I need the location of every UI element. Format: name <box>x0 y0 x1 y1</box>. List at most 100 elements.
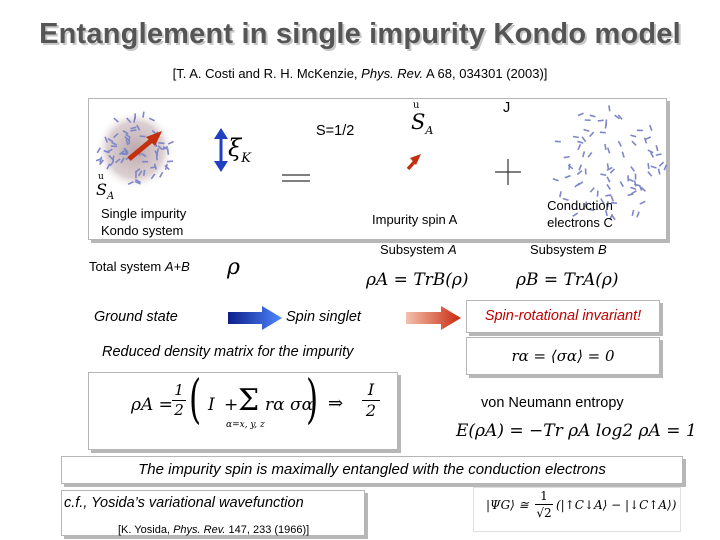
invariant-box: Spin-rotational invariant! <box>466 300 660 333</box>
conduction-electron <box>607 163 608 169</box>
conduction-electron <box>577 141 583 143</box>
subsystem-a-label: Subsystem A <box>380 242 457 257</box>
conduction-electron <box>590 115 596 117</box>
conduction-electron <box>631 167 635 172</box>
conduction-electron <box>648 163 649 169</box>
rho-a-equation: ρA = TrB(ρ) <box>366 270 469 290</box>
left-label-line1: Single impurity <box>101 205 186 222</box>
psi-sqrt2: √2 <box>535 504 553 521</box>
sum-symbol: Σ <box>238 383 259 418</box>
conduction-electron <box>651 166 657 168</box>
reduced-density-label: Reduced density matrix for the impurity <box>102 344 353 360</box>
left-system-label: Single impurity Kondo system <box>101 205 186 239</box>
conduction-electron <box>565 176 571 178</box>
conduction-electron <box>606 119 607 125</box>
yosida-label: c.f., Yosida’s variational wavefunction <box>64 495 304 511</box>
psi-fraction: 1 √2 <box>535 488 553 521</box>
cloud-electron <box>158 143 164 144</box>
total-system-suffix: A+B <box>165 259 190 274</box>
conduction-electron <box>590 188 594 192</box>
total-system-prefix: Total system <box>89 259 161 274</box>
conduction-electron <box>600 132 606 133</box>
spin-hat: u <box>413 101 419 111</box>
blue-arrow <box>228 304 283 332</box>
r-alpha-box: rα = ⟨σα⟩ = 0 <box>466 337 660 375</box>
conduction-electron <box>605 144 606 150</box>
cloud-spin-sa-label: u SA <box>96 182 114 202</box>
implies-arrow: ⇒ <box>328 393 343 414</box>
spin-symbol: S <box>411 110 425 134</box>
ground-state-label: Ground state <box>94 309 178 325</box>
cloud-electron <box>140 136 146 137</box>
conduction-electron <box>577 171 582 175</box>
right-paren: ) <box>306 370 318 430</box>
cloud-spin-hat: u <box>98 173 104 182</box>
conduction-electron <box>609 105 610 111</box>
conduction-electron <box>584 129 590 131</box>
subsystem-b-label: Subsystem B <box>530 242 607 257</box>
coupling-j-label: J <box>503 100 510 116</box>
conduction-electron <box>598 120 604 121</box>
result-den: 2 <box>362 400 380 421</box>
conduction-line2: electrons C <box>530 214 630 231</box>
conduction-electron <box>664 165 666 171</box>
reference-yosida-suffix: 147, 233 (1966)] <box>229 524 310 536</box>
conduction-electron <box>656 145 658 151</box>
conduction-electron <box>620 182 623 187</box>
page-title: Entanglement in single impurity Kondo mo… <box>0 18 720 51</box>
cloud-spin-subscript: A <box>107 191 114 202</box>
conduction-electron <box>600 174 606 175</box>
conduction-electron <box>582 137 586 142</box>
left-label-line2: Kondo system <box>101 222 186 239</box>
conduction-electron <box>610 169 614 173</box>
cloud-electron <box>143 112 144 118</box>
spin-sa-label: u SA <box>411 112 433 136</box>
spin-singlet-label: Spin singlet <box>286 309 361 325</box>
conduction-electron <box>583 151 585 157</box>
reference-yosida: [K. Yosida, Phys. Rev. 147, 233 (1966)] <box>118 524 309 536</box>
conduction-electron <box>590 132 594 136</box>
plus-term: + <box>224 395 238 415</box>
identity-term: I <box>208 395 215 415</box>
cloud-electron <box>144 170 145 176</box>
subsystem-b-prefix: Subsystem <box>530 242 594 257</box>
reference-costi: [T. A. Costi and R. H. McKenzie, Phys. R… <box>0 66 720 81</box>
psi-lhs: |ΨG⟩ ≅ <box>486 498 529 512</box>
conduction-electron <box>635 181 636 187</box>
reference-yosida-journal: Phys. Rev. <box>173 524 225 536</box>
cloud-electron <box>167 161 173 162</box>
conduction-label: Conduction electrons C <box>530 197 630 231</box>
von-neumann-label: von Neumann entropy <box>481 395 624 411</box>
conduction-electron <box>637 212 639 218</box>
conduction-electron <box>656 154 662 155</box>
impurity-spin-label: Impurity spin A <box>372 212 457 227</box>
half-num: 1 <box>172 381 186 400</box>
conduction-electron <box>569 164 570 170</box>
conduction-electron <box>632 141 636 145</box>
conduction-electron <box>564 157 570 158</box>
psi-rhs: (|↑C↓A⟩ − |↓C↑A⟩) <box>556 498 676 512</box>
subsystem-a-letter: A <box>448 242 457 257</box>
reference-costi-suffix: A 68, 034301 (2003)] <box>426 66 547 81</box>
conduction-electron <box>630 135 636 137</box>
conduction-electron <box>650 125 652 131</box>
xi-symbol: ξ <box>228 134 241 162</box>
conduction-electron <box>573 136 579 137</box>
conduction-electron <box>607 177 610 182</box>
xi-arrow-down-head <box>214 161 228 172</box>
conduction-electron <box>645 137 650 139</box>
conduction-electron <box>608 148 610 154</box>
conduction-electron <box>578 113 584 115</box>
conduction-electron <box>628 194 634 195</box>
result-fraction: I 2 <box>362 380 380 421</box>
conduction-electron <box>658 169 659 175</box>
entropy-equation: E(ρA) = −Tr ρA log2 ρA = 1 <box>456 421 697 441</box>
spin-half-label: S=1/2 <box>316 123 354 139</box>
cloud-electron <box>157 154 158 160</box>
result-num: I <box>362 380 380 400</box>
xi-subscript: K <box>241 151 251 166</box>
conduction-electron <box>588 152 592 157</box>
conduction-electron <box>618 141 621 146</box>
red-arrow <box>406 304 462 332</box>
conduction-electron <box>631 191 636 194</box>
